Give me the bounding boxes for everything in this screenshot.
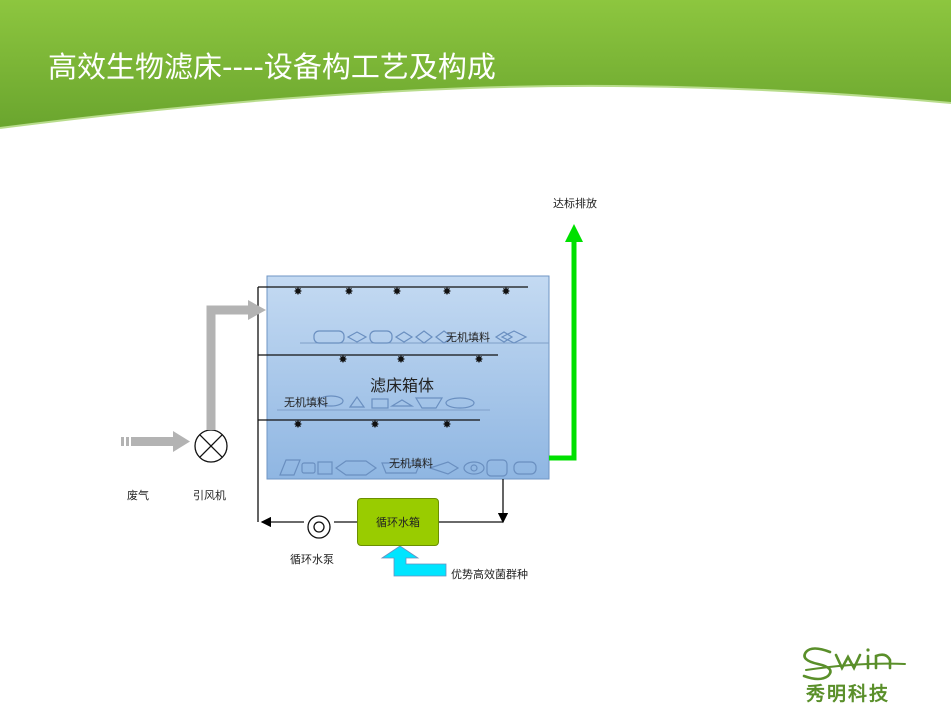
bacteria-arrow bbox=[380, 545, 447, 577]
pump-symbol bbox=[307, 515, 331, 539]
svg-text:✸: ✸ bbox=[442, 418, 451, 431]
water-tank-label: 循环水箱 bbox=[376, 516, 420, 529]
header-band bbox=[0, 0, 951, 129]
filler-media-middle bbox=[318, 395, 475, 409]
svg-text:✸: ✸ bbox=[474, 353, 483, 366]
spray-nozzles: ✸ ✸ ✸ ✸ ✸ ✸ ✸ ✸ ✸ ✸ ✸ bbox=[293, 285, 510, 431]
bacteria-label: 优势高效菌群种 bbox=[451, 568, 528, 581]
discharge-label: 达标排放 bbox=[553, 197, 597, 210]
drain-line bbox=[437, 479, 509, 524]
svg-text:✸: ✸ bbox=[293, 285, 302, 298]
waste-gas-arrow bbox=[121, 431, 190, 452]
fan-label: 引风机 bbox=[193, 489, 226, 502]
svg-text:✸: ✸ bbox=[392, 285, 401, 298]
waste-gas-label: 废气 bbox=[127, 489, 149, 502]
svg-text:✸: ✸ bbox=[338, 353, 347, 366]
tank-title: 滤床箱体 bbox=[370, 376, 435, 395]
filler-media-bottom bbox=[279, 459, 537, 477]
swin-logo-icon bbox=[802, 647, 906, 681]
svg-text:✸: ✸ bbox=[396, 353, 405, 366]
filter-tank bbox=[266, 275, 550, 480]
fan-symbol bbox=[194, 429, 228, 463]
slide-title: 高效生物滤床----设备构工艺及构成 bbox=[48, 50, 496, 84]
company-name: 秀明科技 bbox=[806, 683, 891, 705]
discharge-arrow bbox=[549, 224, 583, 461]
svg-text:✸: ✸ bbox=[370, 418, 379, 431]
circulation-water-tank: 循环水箱 bbox=[357, 498, 439, 546]
filler-label-bottom: 无机填料 bbox=[389, 457, 433, 470]
filler-media-top bbox=[313, 330, 528, 344]
svg-text:✸: ✸ bbox=[501, 285, 510, 298]
svg-text:✸: ✸ bbox=[293, 418, 302, 431]
pump-label: 循环水泵 bbox=[290, 553, 334, 566]
svg-text:✸: ✸ bbox=[442, 285, 451, 298]
filler-label-middle: 无机填料 bbox=[284, 396, 328, 409]
filler-label-top: 无机填料 bbox=[446, 331, 490, 344]
spray-lines bbox=[257, 286, 528, 522]
svg-text:✸: ✸ bbox=[344, 285, 353, 298]
air-duct-arrow bbox=[206, 300, 266, 430]
